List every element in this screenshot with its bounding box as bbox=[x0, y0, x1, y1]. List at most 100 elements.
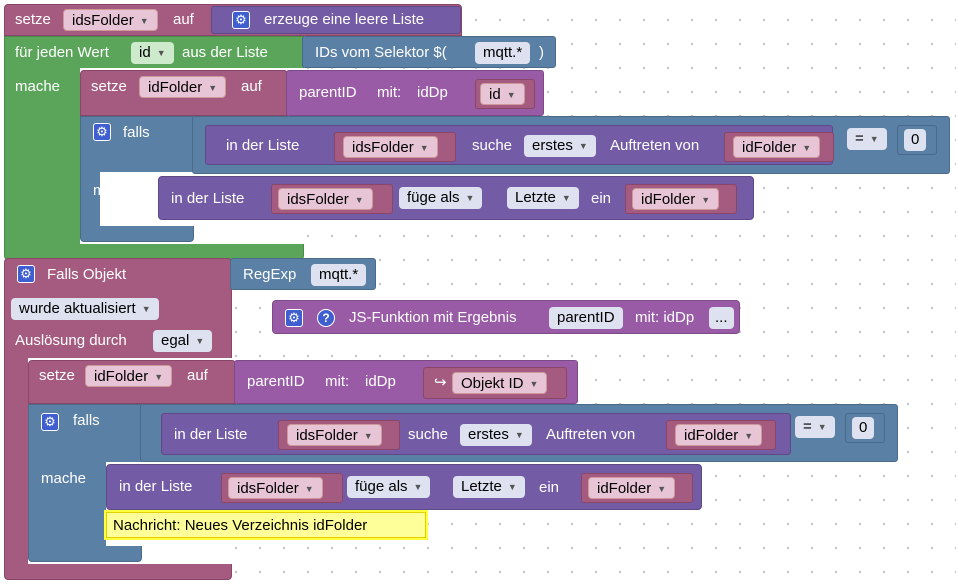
list-indexof-block[interactable]: in der Liste idsFolder▼ suche erstes▼ Au… bbox=[205, 125, 834, 165]
label-fuer-jeden: für jeden Wert bbox=[15, 44, 109, 61]
label-setze: setze bbox=[91, 78, 127, 95]
label-falls: falls bbox=[123, 124, 150, 141]
number-block[interactable]: 0 bbox=[845, 413, 885, 443]
gear-icon[interactable]: ⚙ bbox=[93, 123, 111, 141]
parentid-call-block[interactable]: parentID mit: idDp ↪ Objekt ID▼ bbox=[234, 360, 578, 404]
label-selektor: IDs vom Selektor $( bbox=[315, 44, 447, 61]
operator-dropdown[interactable]: =▼ bbox=[847, 128, 887, 150]
position-dropdown-letzte[interactable]: Letzte▼ bbox=[453, 476, 525, 498]
mode-dropdown-fuege-als[interactable]: füge als▼ bbox=[347, 476, 431, 498]
label-in-der-liste: in der Liste bbox=[174, 426, 248, 443]
var-dropdown-idfolder[interactable]: idFolder▼ bbox=[632, 188, 720, 210]
gear-icon[interactable]: ⚙ bbox=[17, 265, 35, 283]
chevron-down-icon: ▼ bbox=[419, 143, 429, 153]
label-regexp: RegExp bbox=[243, 266, 297, 283]
chevron-down-icon: ▼ bbox=[701, 195, 711, 205]
mode-dropdown-erstes[interactable]: erstes▼ bbox=[524, 135, 596, 157]
compare-block-loop[interactable]: in der Liste idsFolder▼ suche erstes▼ Au… bbox=[192, 116, 950, 174]
var-idfolder-block[interactable]: idFolder▼ bbox=[666, 420, 776, 450]
list-insert-block-trigger[interactable]: in der Liste idsFolder▼ füge als▼ Letzte… bbox=[106, 464, 702, 510]
number-field[interactable]: 0 bbox=[852, 417, 875, 439]
selector-value-field[interactable]: mqtt.* bbox=[475, 42, 531, 64]
label-auf: auf bbox=[241, 78, 262, 95]
var-dropdown-idsfolder[interactable]: idsFolder▼ bbox=[228, 477, 323, 499]
number-field[interactable]: 0 bbox=[904, 129, 927, 151]
label-in-der-liste: in der Liste bbox=[226, 137, 300, 154]
event-dropdown-aktualisiert[interactable]: wurde aktualisiert▼ bbox=[11, 298, 159, 320]
object-id-dropdown[interactable]: Objekt ID▼ bbox=[452, 372, 548, 394]
set-idfolder-block[interactable]: setze idFolder▼ auf bbox=[80, 70, 288, 116]
parentid-call-block[interactable]: parentID mit: idDp id▼ bbox=[286, 70, 544, 116]
mode-dropdown-fuege-als[interactable]: füge als▼ bbox=[399, 187, 483, 209]
var-dropdown-idsfolder[interactable]: idsFolder▼ bbox=[63, 9, 158, 31]
loop-var-dropdown-id[interactable]: id▼ bbox=[131, 42, 174, 64]
help-icon[interactable]: ? bbox=[317, 309, 335, 327]
chevron-down-icon: ▼ bbox=[817, 422, 827, 432]
label-selector-close: ) bbox=[539, 44, 544, 61]
var-idfolder-block[interactable]: idFolder▼ bbox=[581, 473, 693, 503]
mode-dropdown-erstes[interactable]: erstes▼ bbox=[460, 424, 532, 446]
chevron-down-icon: ▼ bbox=[507, 482, 517, 492]
var-id-block[interactable]: id▼ bbox=[475, 79, 535, 109]
chevron-down-icon: ▼ bbox=[744, 431, 754, 441]
var-idsfolder-block[interactable]: idsFolder▼ bbox=[271, 184, 393, 214]
position-dropdown-letzte[interactable]: Letzte▼ bbox=[507, 187, 579, 209]
var-dropdown-idfolder[interactable]: idFolder▼ bbox=[588, 477, 676, 499]
selector-block[interactable]: IDs vom Selektor $( mqtt.* ) bbox=[302, 36, 556, 68]
gear-icon[interactable]: ⚙ bbox=[285, 309, 303, 327]
var-idfolder-block[interactable]: idFolder▼ bbox=[625, 184, 737, 214]
label-parentid: parentID bbox=[247, 373, 305, 390]
js-more-button[interactable]: ... bbox=[709, 307, 734, 329]
regexp-value-field[interactable]: mqtt.* bbox=[311, 264, 367, 286]
var-dropdown-idfolder[interactable]: idFolder▼ bbox=[139, 76, 227, 98]
number-block[interactable]: 0 bbox=[897, 125, 937, 155]
set-idfolder-block[interactable]: setze idFolder▼ auf bbox=[28, 360, 236, 404]
label-iddp: idDp bbox=[365, 373, 396, 390]
var-dropdown-idfolder[interactable]: idFolder▼ bbox=[85, 365, 173, 387]
var-dropdown-id[interactable]: id▼ bbox=[480, 83, 525, 105]
trigger-dropdown-egal[interactable]: egal▼ bbox=[153, 330, 213, 352]
operator-dropdown[interactable]: =▼ bbox=[795, 416, 835, 438]
set-idsfolder-block[interactable]: setze idsFolder▼ auf ⚙ erzeuge eine leer… bbox=[4, 4, 462, 36]
chevron-down-icon: ▼ bbox=[657, 484, 667, 494]
regexp-block[interactable]: RegExp mqtt.* bbox=[230, 258, 376, 290]
compare-block-trigger[interactable]: in der Liste idsFolder▼ suche erstes▼ Au… bbox=[140, 404, 898, 462]
label-iddp: idDp bbox=[417, 84, 448, 101]
label-js-funktion: JS-Funktion mit Ergebnis bbox=[349, 309, 517, 326]
chevron-down-icon: ▼ bbox=[869, 134, 879, 144]
var-dropdown-idfolder[interactable]: idFolder▼ bbox=[675, 424, 763, 446]
js-function-name-field[interactable]: parentID bbox=[549, 307, 623, 329]
var-dropdown-idfolder[interactable]: idFolder▼ bbox=[733, 136, 821, 158]
label-parentid: parentID bbox=[299, 84, 357, 101]
label-auftreten-von: Auftreten von bbox=[546, 426, 636, 443]
gear-icon[interactable]: ⚙ bbox=[41, 413, 59, 431]
chevron-down-icon: ▼ bbox=[413, 482, 423, 492]
label-in-der-liste: in der Liste bbox=[171, 190, 245, 207]
label-in-der-liste: in der Liste bbox=[119, 478, 193, 495]
list-indexof-block[interactable]: in der Liste idsFolder▼ suche erstes▼ Au… bbox=[161, 413, 791, 455]
create-empty-list-block[interactable]: ⚙ erzeuge eine leere Liste bbox=[211, 6, 461, 34]
label-ausloesung: Auslösung durch bbox=[15, 332, 127, 349]
chevron-down-icon: ▼ bbox=[304, 484, 314, 494]
chevron-down-icon: ▼ bbox=[139, 16, 149, 26]
list-insert-block-loop[interactable]: in der Liste idsFolder▼ füge als▼ Letzte… bbox=[158, 176, 754, 220]
var-dropdown-idsfolder[interactable]: idsFolder▼ bbox=[343, 136, 438, 158]
label-falls-objekt: Falls Objekt bbox=[47, 266, 127, 283]
gear-icon[interactable]: ⚙ bbox=[232, 11, 250, 29]
var-dropdown-idsfolder[interactable]: idsFolder▼ bbox=[287, 424, 382, 446]
var-dropdown-idsfolder[interactable]: idsFolder▼ bbox=[278, 188, 373, 210]
var-idsfolder-block[interactable]: idsFolder▼ bbox=[278, 420, 400, 450]
var-idsfolder-block[interactable]: idsFolder▼ bbox=[221, 473, 343, 503]
label-setze: setze bbox=[15, 11, 51, 28]
object-id-block[interactable]: ↪ Objekt ID▼ bbox=[423, 367, 567, 399]
chevron-down-icon: ▼ bbox=[154, 372, 164, 382]
var-idfolder-block[interactable]: idFolder▼ bbox=[724, 132, 834, 162]
chevron-down-icon: ▼ bbox=[363, 431, 373, 441]
log-message-block[interactable]: Nachricht: Neues Verzeichnis idFolder bbox=[106, 512, 426, 538]
js-function-block[interactable]: ⚙ ? JS-Funktion mit Ergebnis parentID mi… bbox=[272, 300, 740, 334]
chevron-down-icon: ▼ bbox=[529, 379, 539, 389]
label-mache: mache bbox=[15, 78, 61, 95]
label-mache: mache bbox=[41, 470, 87, 487]
var-idsfolder-block[interactable]: idsFolder▼ bbox=[334, 132, 456, 162]
